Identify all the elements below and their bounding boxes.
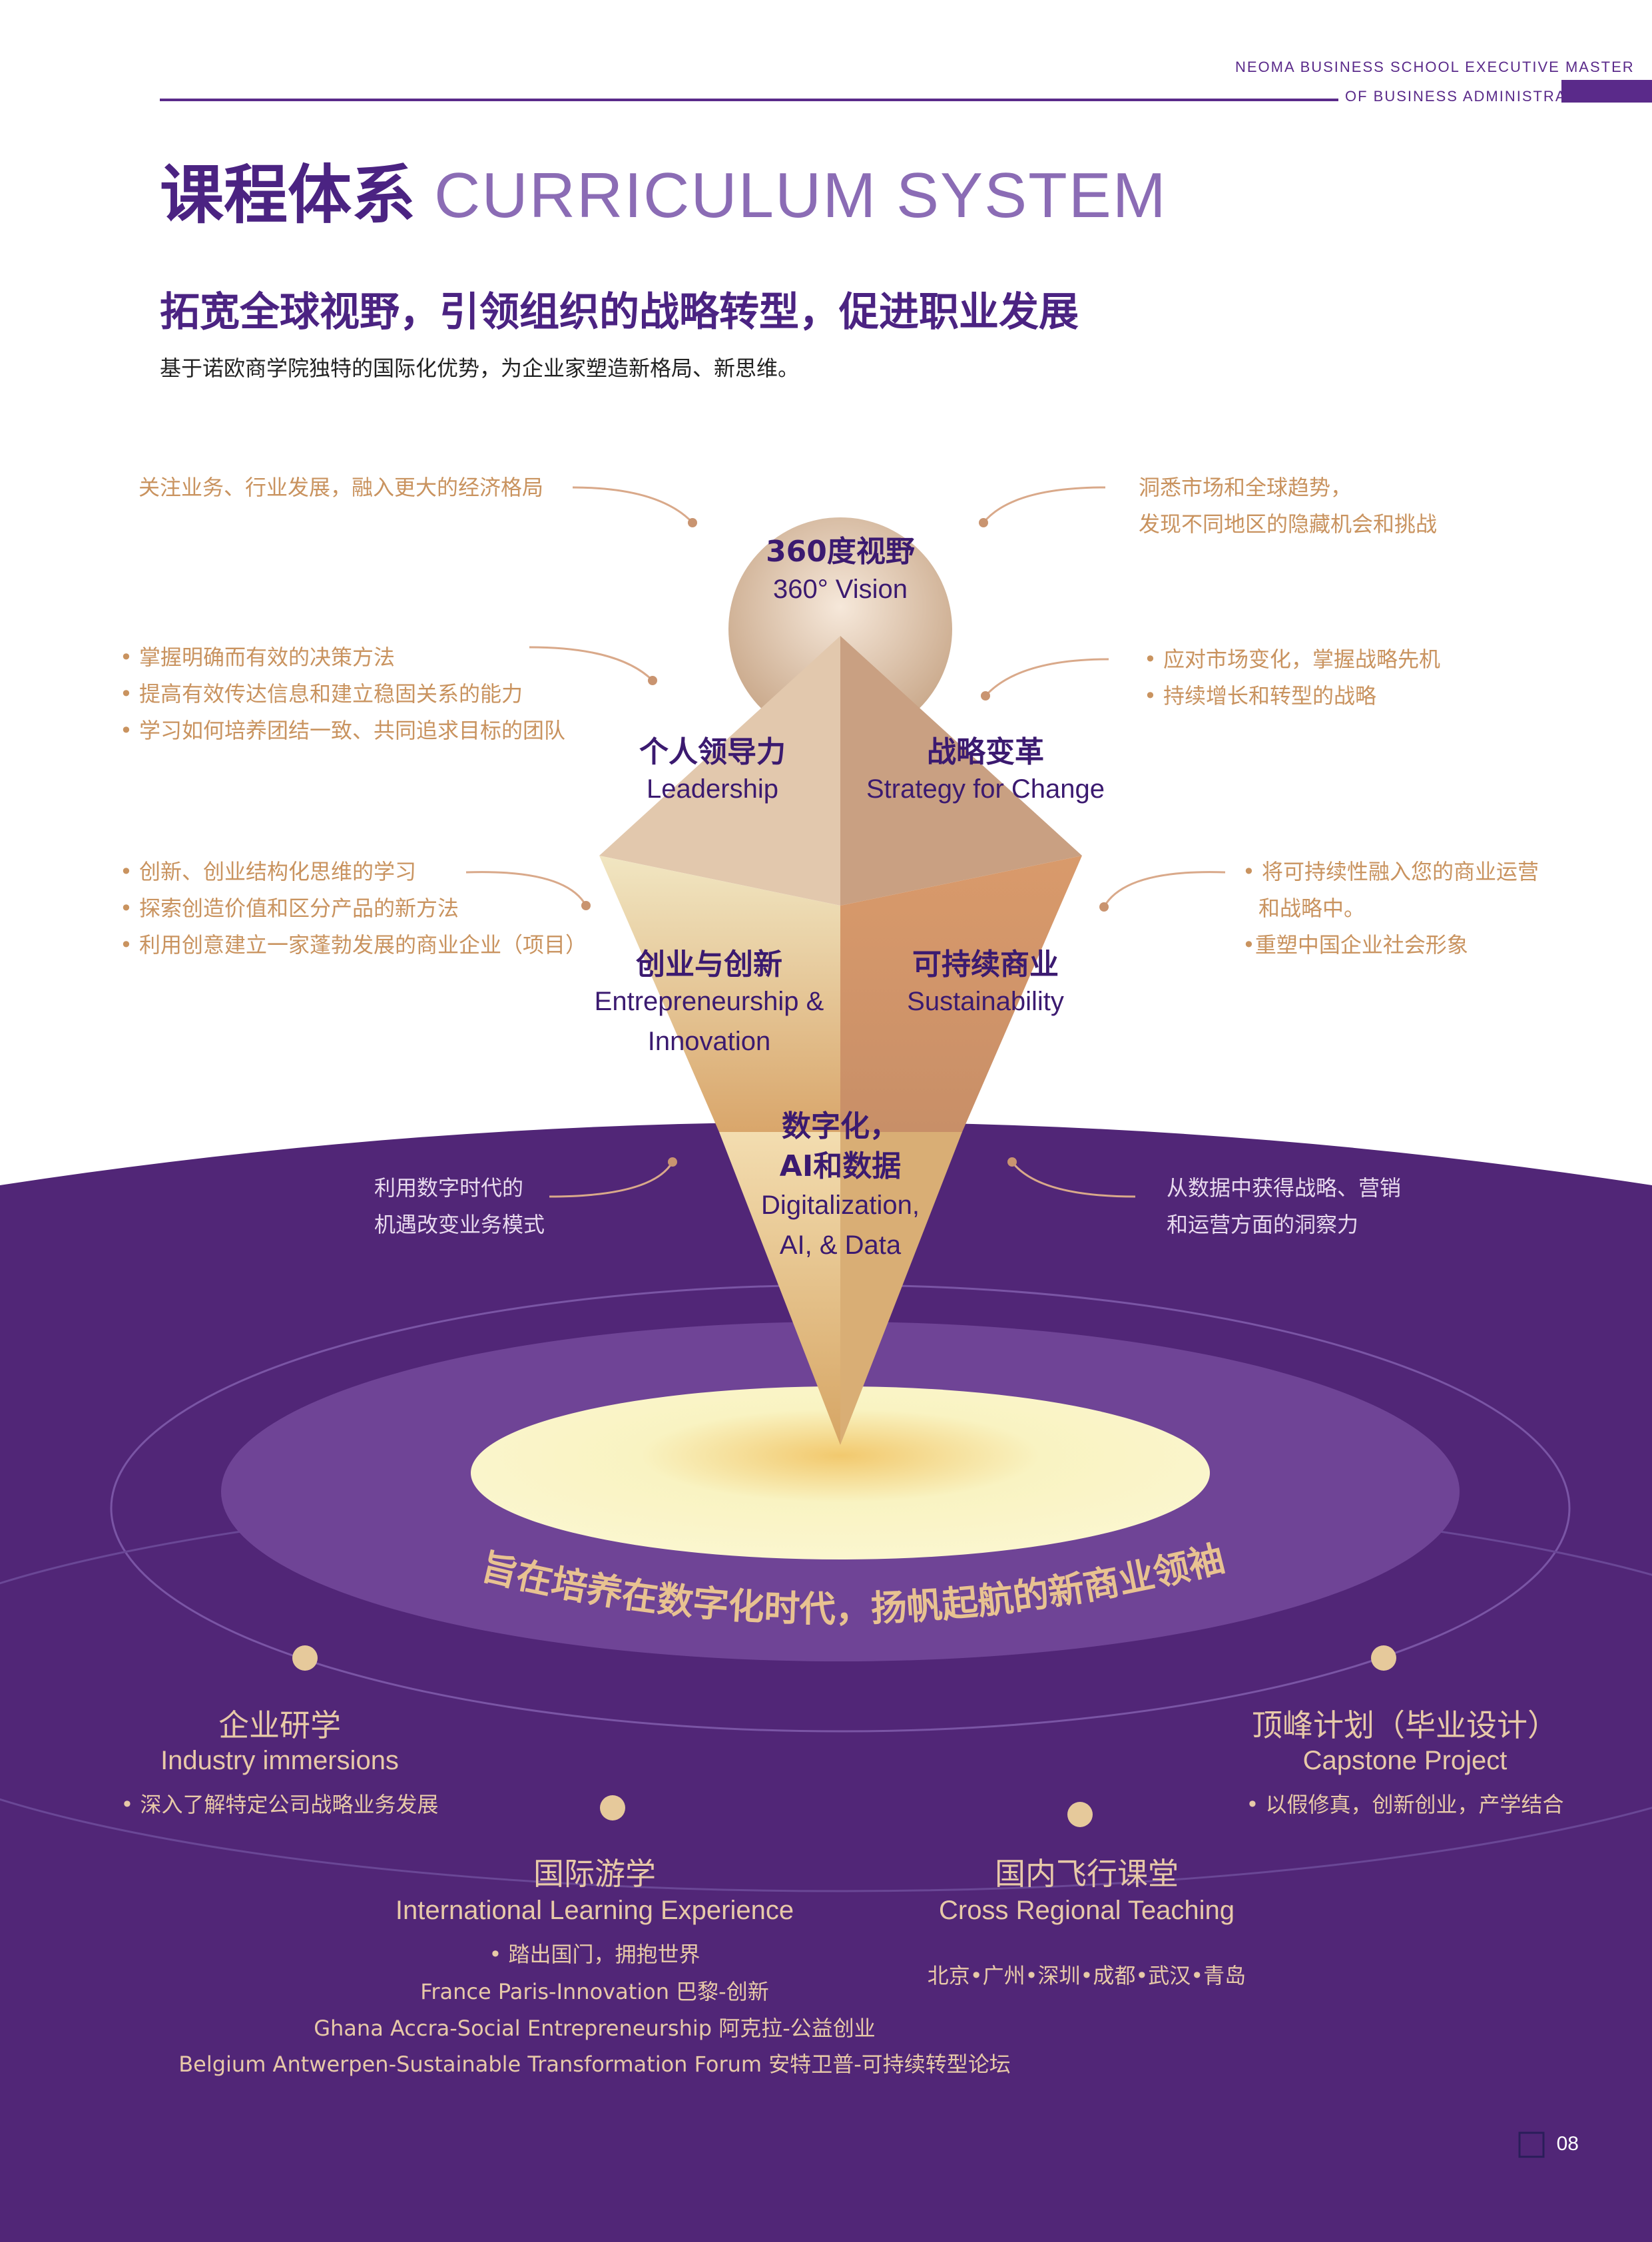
entrepreneurship-label-en2: Innovation: [647, 1027, 771, 1056]
intro-text: 基于诺欧商学院独特的国际化优势，为企业家塑造新格局、新思维。: [160, 356, 800, 381]
page-number-box: [1518, 2131, 1545, 2158]
page-number: 08: [1556, 2133, 1579, 2155]
note-strategy-1: • 应对市场变化，掌握战略先机: [1144, 647, 1441, 672]
dot-vision-right: [979, 518, 988, 527]
dot-digital-left: [668, 1157, 677, 1167]
strategy-face: [840, 636, 1082, 906]
connector-strategy: [984, 658, 1109, 697]
orb-regional: [1067, 1802, 1093, 1827]
note-leadership-3: • 学习如何培养团结一致、共同追求目标的团队: [120, 718, 566, 743]
note-sustainability-2: 和战略中。: [1258, 896, 1366, 921]
vision-sphere: [728, 517, 952, 741]
international-note-3: Ghana Accra-Social Entrepreneurship 阿克拉-…: [314, 2016, 876, 2041]
digital-face-left: [719, 1132, 840, 1445]
page-subtitle: 拓宽全球视野，引领组织的战略转型，促进职业发展: [160, 289, 1079, 336]
leadership-label-en: Leadership: [647, 774, 778, 804]
connector-digital-left: [549, 1161, 674, 1198]
digital-label-en2: AI, & Data: [779, 1231, 902, 1260]
note-entrepreneurship-1: • 创新、创业结构化思维的学习: [120, 859, 417, 884]
connector-vision-right: [982, 486, 1106, 523]
international-note-1: • 踏出国门，拥抱世界: [489, 1942, 700, 1967]
vision-label-cn: 360度视野: [766, 535, 915, 569]
dot-leadership: [648, 676, 657, 685]
vision-label-en: 360° Vision: [772, 575, 908, 604]
note-sustainability-3: •重塑中国企业社会形象: [1242, 932, 1468, 958]
note-digital-left-2: 机遇改变业务模式: [374, 1212, 545, 1237]
header-tab: [1561, 80, 1652, 103]
industry-note: • 深入了解特定公司战略业务发展: [121, 1792, 439, 1817]
dot-vision-left: [688, 518, 697, 527]
leadership-face: [599, 636, 840, 906]
header-line1: NEOMA BUSINESS SCHOOL EXECUTIVE MASTER: [1235, 59, 1635, 75]
title-en: CURRICULUM SYSTEM: [434, 160, 1167, 231]
note-leadership-2: • 提高有效传达信息和建立稳固关系的能力: [120, 681, 523, 706]
industry-title-en: Industry immersions: [160, 1746, 399, 1775]
sustainability-face: [840, 856, 1082, 1132]
note-strategy-2: • 持续增长和转型的战略: [1144, 683, 1377, 708]
sustainability-label-en: Sustainability: [907, 987, 1064, 1016]
note-digital-right-2: 和运营方面的洞察力: [1167, 1212, 1359, 1237]
digital-label-en1: Digitalization,: [761, 1191, 920, 1220]
core-glow: [471, 1386, 1210, 1559]
note-digital-left-1: 利用数字时代的: [374, 1175, 524, 1201]
header-rule: [160, 99, 1338, 101]
sustainability-label-cn: 可持续商业: [912, 948, 1059, 981]
capstone-title-en: Capstone Project: [1302, 1746, 1508, 1775]
connector-digital-right: [1011, 1161, 1136, 1198]
digital-face-right: [840, 1132, 962, 1445]
international-note-2: France Paris-Innovation 巴黎-创新: [420, 1979, 769, 2004]
connector-entrepreneurship: [465, 871, 587, 906]
dot-entrepreneurship: [581, 901, 591, 910]
capstone-title-cn: 顶峰计划（毕业设计）: [1252, 1707, 1558, 1743]
connector-sustainability: [1103, 871, 1226, 908]
leadership-label-cn: 个人领导力: [639, 735, 786, 769]
strategy-label-en: Strategy for Change: [866, 774, 1105, 804]
orb-international: [600, 1795, 625, 1821]
note-vision-right-2: 发现不同地区的隐藏机会和挑战: [1139, 511, 1438, 537]
capstone-note: • 以假修真，创新创业，产学结合: [1246, 1792, 1564, 1817]
entrepreneurship-label-cn: 创业与创新: [636, 948, 782, 981]
industry-title-cn: 企业研学: [218, 1707, 341, 1743]
entrepreneurship-face: [599, 856, 840, 1132]
note-leadership-1: • 掌握明确而有效的决策方法: [120, 645, 396, 670]
regional-title-en: Cross Regional Teaching: [939, 1896, 1235, 1925]
connector-vision-left: [572, 486, 694, 524]
orb-capstone: [1371, 1645, 1396, 1671]
entrepreneurship-label-en1: Entrepreneurship &: [594, 987, 824, 1016]
connector-leadership: [529, 646, 654, 682]
regional-title-cn: 国内飞行课堂: [995, 1856, 1179, 1892]
regional-note: 北京•广州•深圳•成都•武汉•青岛: [927, 1963, 1246, 1988]
strategy-label-cn: 战略变革: [927, 735, 1044, 769]
note-digital-right-1: 从数据中获得战略、营销: [1167, 1175, 1402, 1201]
note-vision-left: 关注业务、行业发展，融入更大的经济格局: [138, 475, 544, 500]
dot-digital-right: [1007, 1157, 1017, 1167]
header-line2: OF BUSINESS ADMINISTRATION: [1345, 88, 1606, 105]
dot-sustainability: [1099, 902, 1109, 912]
international-title-cn: 国际游学: [533, 1856, 656, 1892]
international-title-en: International Learning Experience: [395, 1896, 794, 1925]
dot-strategy: [981, 691, 990, 701]
note-entrepreneurship-3: • 利用创意建立一家蓬勃发展的商业企业（项目）: [120, 932, 587, 958]
international-note-4: Belgium Antwerpen-Sustainable Transforma…: [178, 2052, 1011, 2077]
note-sustainability-1: • 将可持续性融入您的商业运营: [1242, 859, 1539, 884]
digital-label-cn1: 数字化，: [782, 1109, 899, 1143]
orb-industry: [292, 1645, 318, 1671]
note-vision-right-1: 洞悉市场和全球趋势，: [1139, 475, 1352, 500]
note-entrepreneurship-2: • 探索创造价值和区分产品的新方法: [120, 896, 459, 921]
digital-label-cn2: AI和数据: [779, 1149, 902, 1183]
title-cn: 课程体系: [160, 158, 415, 232]
